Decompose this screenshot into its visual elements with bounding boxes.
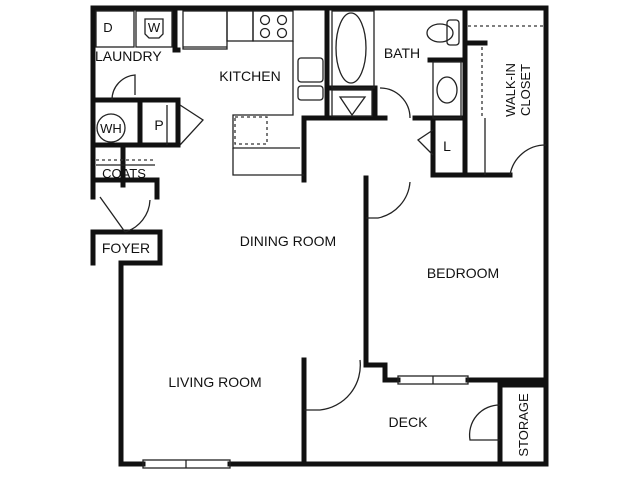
doors [99, 74, 547, 441]
sink-icon [436, 76, 458, 104]
coats-label: COATS [102, 166, 146, 181]
bedroom-label: BEDROOM [427, 265, 499, 281]
walls [90, 5, 549, 467]
storage-label: STORAGE [516, 393, 531, 457]
refrigerator-icon [297, 57, 324, 83]
dining-room-label: DINING ROOM [240, 233, 336, 249]
toilet-icon [446, 19, 460, 46]
dryer-label: D [103, 20, 112, 35]
kitchen-label: KITCHEN [219, 68, 280, 84]
sink-icon [182, 10, 228, 50]
water-heater-icon [96, 113, 126, 143]
windows [142, 375, 469, 469]
fixtures [95, 10, 544, 176]
bathtub-icon [335, 12, 367, 84]
washer-icon [144, 18, 164, 39]
stove-icon [252, 10, 294, 42]
linen-closet-label: L [443, 138, 451, 154]
bath-label: BATH [384, 45, 420, 61]
water-heater-label: WH [100, 121, 122, 136]
living-room-label: LIVING ROOM [168, 374, 261, 390]
foyer-label: FOYER [102, 240, 150, 256]
pantry-label: P [154, 117, 163, 133]
walk-in-closet-label-2: CLOSET [518, 64, 533, 116]
deck-label: DECK [389, 414, 429, 430]
washer-label: W [148, 20, 161, 35]
walk-in-closet-label-1: WALK-IN [503, 63, 518, 117]
laundry-label: LAUNDRY [95, 48, 162, 64]
